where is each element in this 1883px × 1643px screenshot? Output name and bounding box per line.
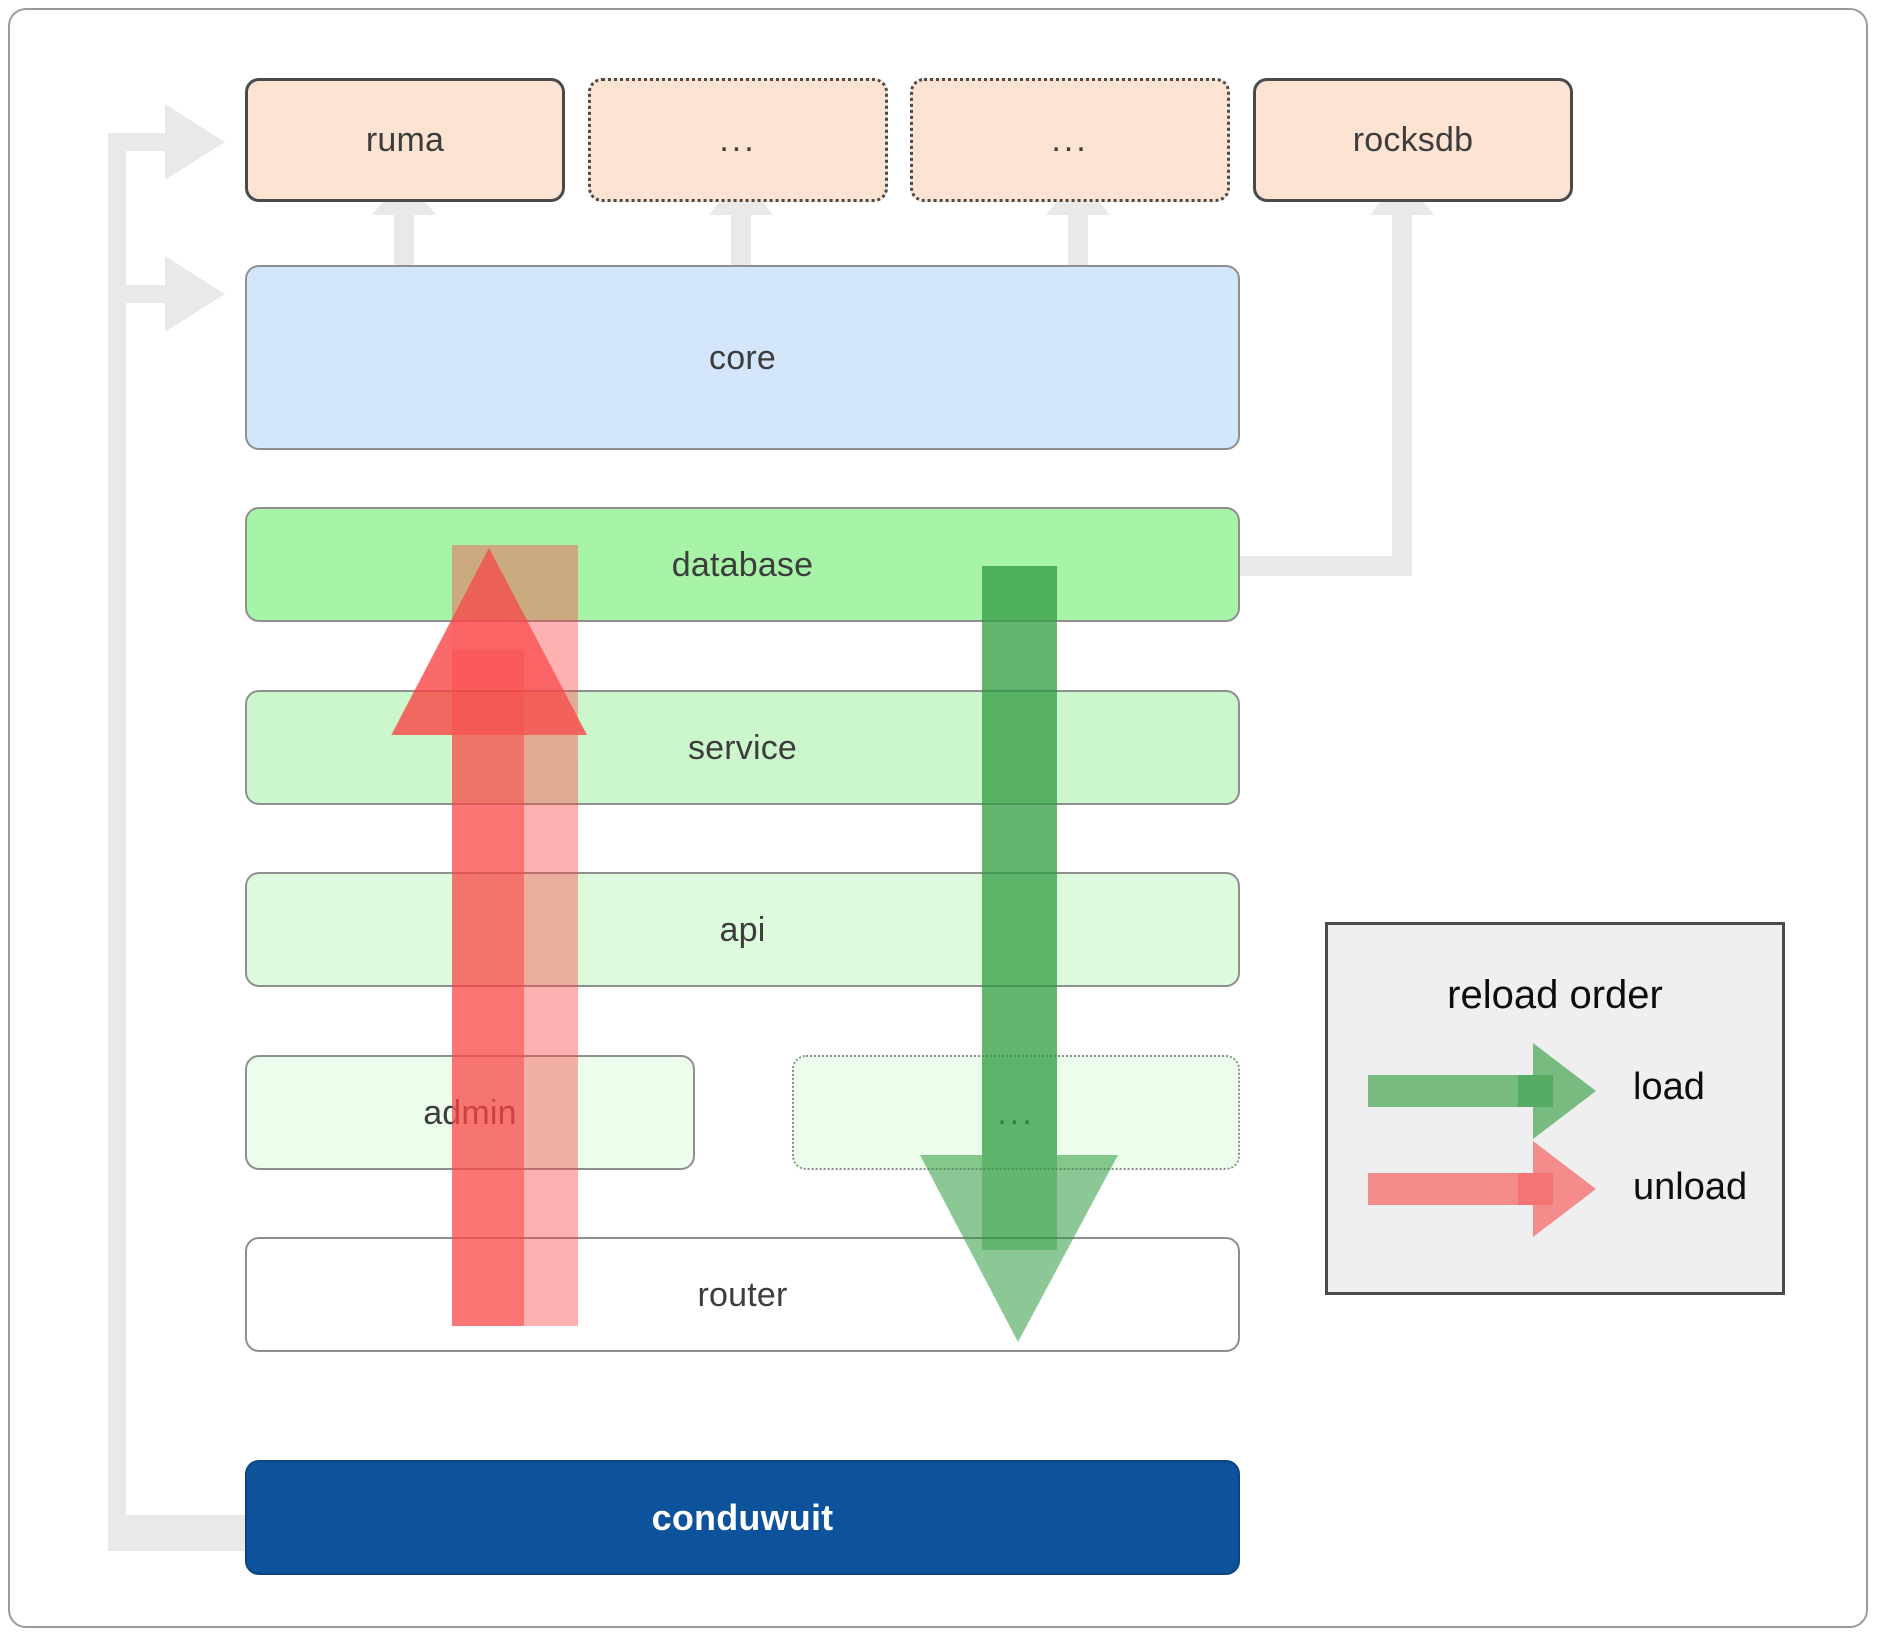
layer-label-database: database [671, 545, 814, 584]
layer-box-router[interactable]: router [245, 1237, 1240, 1352]
layer-label-service: service [687, 728, 798, 767]
layer-label-ellipsis: ... [997, 1093, 1035, 1132]
dep-box-ruma[interactable]: ruma [245, 78, 565, 202]
core-label: core [709, 338, 776, 377]
legend-arrow-layer [1368, 1043, 1596, 1237]
legend-title: reload order [1447, 973, 1663, 1017]
legend-panel: reload order load unload [1325, 922, 1785, 1295]
legend-unload-arrow [1368, 1141, 1596, 1237]
layer-box-service[interactable]: service [245, 690, 1240, 805]
layer-box-admin[interactable]: admin [245, 1055, 695, 1170]
root-box-conduwuit[interactable]: conduwuit [245, 1460, 1240, 1575]
dep-label-rocksdb: rocksdb [1352, 121, 1474, 159]
legend-load-arrow-dark [1518, 1075, 1553, 1107]
dep-label-ruma: ruma [365, 121, 445, 159]
dep-box-ellipsis-2[interactable]: ... [910, 78, 1230, 202]
layer-label-admin: admin [423, 1093, 517, 1132]
legend-load-arrow [1368, 1043, 1596, 1139]
layer-box-ellipsis[interactable]: ... [792, 1055, 1240, 1170]
layer-box-api[interactable]: api [245, 872, 1240, 987]
dep-label-ellipsis-2: ... [1051, 121, 1089, 159]
dep-box-ellipsis-1[interactable]: ... [588, 78, 888, 202]
dep-label-ellipsis-1: ... [719, 121, 757, 159]
layer-label-router: router [697, 1275, 788, 1314]
legend-label-unload: unload [1633, 1166, 1748, 1208]
layer-box-database[interactable]: database [245, 507, 1240, 622]
diagram-frame [8, 8, 1868, 1628]
core-box[interactable]: core [245, 265, 1240, 450]
legend-label-load: load [1633, 1066, 1705, 1108]
dep-box-rocksdb[interactable]: rocksdb [1253, 78, 1573, 202]
legend-unload-arrow-dark [1518, 1173, 1553, 1205]
layer-label-api: api [719, 910, 766, 949]
root-label-conduwuit: conduwuit [651, 1496, 834, 1538]
